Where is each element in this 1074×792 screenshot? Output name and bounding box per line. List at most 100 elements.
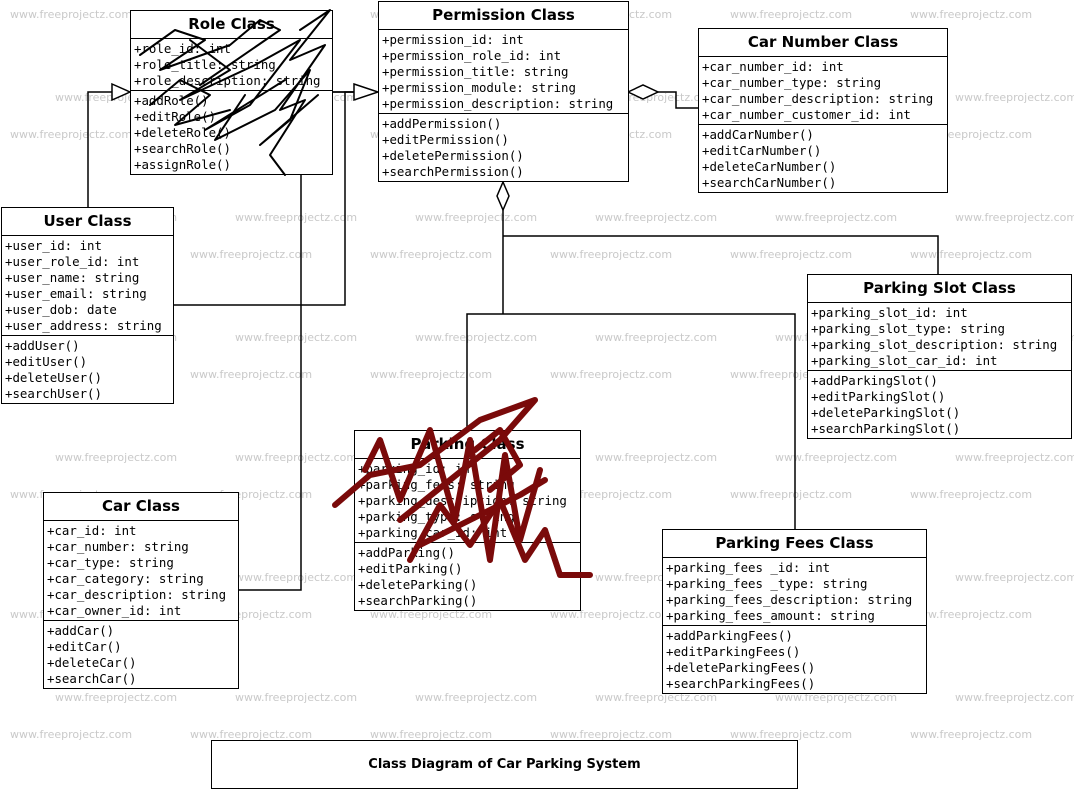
watermark-text: www.freeprojectz.com bbox=[370, 368, 493, 381]
parking-slot-class-attributes: +parking_slot_id: int+parking_slot_type:… bbox=[808, 303, 1071, 370]
class-attribute: +user_role_id: int bbox=[5, 254, 140, 269]
parking-slot-class-box[interactable]: Parking Slot Class +parking_slot_id: int… bbox=[807, 274, 1072, 439]
watermark-text: www.freeprojectz.com bbox=[910, 248, 1033, 261]
class-operation: +deleteParkingSlot() bbox=[811, 405, 961, 420]
watermark-text: www.freeprojectz.com bbox=[955, 571, 1074, 584]
class-attribute: +car_description: string bbox=[47, 587, 227, 602]
parking-slot-class-title: Parking Slot Class bbox=[808, 275, 1071, 303]
parking-fees-class-title: Parking Fees Class bbox=[663, 530, 926, 558]
watermark-text: www.freeprojectz.com bbox=[55, 691, 178, 704]
watermark-text: www.freeprojectz.com bbox=[910, 488, 1033, 501]
car-number-class-box[interactable]: Car Number Class +car_number_id: int+car… bbox=[698, 28, 948, 193]
class-attribute: +car_owner_id: int bbox=[47, 603, 182, 618]
watermark-text: www.freeprojectz.com bbox=[415, 211, 538, 224]
watermark-text: www.freeprojectz.com bbox=[10, 128, 133, 141]
class-attribute: +permission_description: string bbox=[382, 96, 614, 111]
class-operation: +searchCar() bbox=[47, 671, 137, 686]
class-operation: +searchRole() bbox=[134, 141, 231, 156]
class-attribute: +car_category: string bbox=[47, 571, 204, 586]
class-attribute: +parking_car_id: int bbox=[358, 525, 508, 540]
class-attribute: +car_type: string bbox=[47, 555, 174, 570]
class-operation: +editParkingSlot() bbox=[811, 389, 946, 404]
class-operation: +addParkingSlot() bbox=[811, 373, 938, 388]
car-class-attributes: +car_id: int+car_number: string+car_type… bbox=[44, 521, 238, 620]
class-attribute: +car_number_type: string bbox=[702, 75, 882, 90]
class-attribute: +car_id: int bbox=[47, 523, 137, 538]
watermark-text: www.freeprojectz.com bbox=[550, 368, 673, 381]
user-role-link bbox=[87, 91, 112, 207]
class-attribute: +parking_slot_type: string bbox=[811, 321, 1005, 336]
class-attribute: +parking_slot_car_id: int bbox=[811, 353, 998, 368]
watermark-text: www.freeprojectz.com bbox=[415, 691, 538, 704]
carnumber-aggregation-diamond bbox=[626, 84, 660, 100]
watermark-text: www.freeprojectz.com bbox=[910, 728, 1033, 741]
watermark-text: www.freeprojectz.com bbox=[550, 248, 673, 261]
class-operation: +addPermission() bbox=[382, 116, 502, 131]
role-class-attributes: +role_id: int+role_title: string+role_de… bbox=[131, 39, 332, 90]
class-operation: +addParking() bbox=[358, 545, 455, 560]
watermark-text: www.freeprojectz.com bbox=[235, 331, 358, 344]
class-operation: +searchParkingSlot() bbox=[811, 421, 961, 436]
class-operation: +editParking() bbox=[358, 561, 463, 576]
diagram-caption: Class Diagram of Car Parking System bbox=[211, 740, 798, 789]
parking-fees-class-box[interactable]: Parking Fees Class +parking_fees _id: in… bbox=[662, 529, 927, 694]
permission-class-operations: +addPermission()+editPermission()+delete… bbox=[379, 113, 628, 181]
watermark-text: www.freeprojectz.com bbox=[235, 451, 358, 464]
class-attribute: +user_id: int bbox=[5, 238, 102, 253]
class-operation: +searchCarNumber() bbox=[702, 175, 837, 190]
class-operation: +addCarNumber() bbox=[702, 127, 814, 142]
class-operation: +deletePermission() bbox=[382, 148, 524, 163]
watermark-text: www.freeprojectz.com bbox=[775, 691, 898, 704]
class-operation: +editCar() bbox=[47, 639, 122, 654]
watermark-text: www.freeprojectz.com bbox=[190, 248, 313, 261]
class-attribute: +user_email: string bbox=[5, 286, 147, 301]
parkingslot-link bbox=[503, 235, 939, 274]
class-attribute: +permission_title: string bbox=[382, 64, 569, 79]
car-class-box[interactable]: Car Class +car_id: int+car_number: strin… bbox=[43, 492, 239, 689]
watermark-text: www.freeprojectz.com bbox=[730, 728, 853, 741]
watermark-text: www.freeprojectz.com bbox=[910, 608, 1033, 621]
car-number-class-title: Car Number Class bbox=[699, 29, 947, 57]
user-role-arrowhead bbox=[111, 82, 132, 102]
class-operation: +searchPermission() bbox=[382, 164, 524, 179]
watermark-text: www.freeprojectz.com bbox=[730, 248, 853, 261]
class-operation: +deleteParkingFees() bbox=[666, 660, 816, 675]
class-attribute: +car_number_customer_id: int bbox=[702, 107, 911, 122]
permission-class-attributes: +permission_id: int+permission_role_id: … bbox=[379, 30, 628, 113]
class-attribute: +role_description: string bbox=[134, 73, 321, 88]
parking-fees-class-operations: +addParkingFees()+editParkingFees()+dele… bbox=[663, 625, 926, 693]
user-class-operations: +addUser()+editUser()+deleteUser()+searc… bbox=[2, 335, 173, 403]
class-attribute: +parking_slot_id: int bbox=[811, 305, 968, 320]
user-class-attributes: +user_id: int+user_role_id: int+user_nam… bbox=[2, 236, 173, 335]
class-attribute: +permission_id: int bbox=[382, 32, 524, 47]
car-class-operations: +addCar()+editCar()+deleteCar()+searchCa… bbox=[44, 620, 238, 688]
user-class-title: User Class bbox=[2, 208, 173, 236]
watermark-text: www.freeprojectz.com bbox=[595, 331, 718, 344]
watermark-text: www.freeprojectz.com bbox=[190, 728, 313, 741]
car-number-class-operations: +addCarNumber()+editCarNumber()+deleteCa… bbox=[699, 124, 947, 192]
class-attribute: +car_number_description: string bbox=[702, 91, 934, 106]
watermark-text: www.freeprojectz.com bbox=[235, 691, 358, 704]
class-operation: +addUser() bbox=[5, 338, 80, 353]
watermark-text: www.freeprojectz.com bbox=[955, 691, 1074, 704]
class-operation: +searchParkingFees() bbox=[666, 676, 816, 691]
class-operation: +deleteCar() bbox=[47, 655, 137, 670]
class-operation: +addRole() bbox=[134, 93, 209, 108]
watermark-text: www.freeprojectz.com bbox=[55, 451, 178, 464]
watermark-text: www.freeprojectz.com bbox=[550, 728, 673, 741]
class-operation: +addCar() bbox=[47, 623, 115, 638]
permission-class-box[interactable]: Permission Class +permission_id: int+per… bbox=[378, 1, 629, 182]
car-class-title: Car Class bbox=[44, 493, 238, 521]
user-class-box[interactable]: User Class +user_id: int+user_role_id: i… bbox=[1, 207, 174, 404]
class-attribute: +user_name: string bbox=[5, 270, 140, 285]
class-attribute: +car_number: string bbox=[47, 539, 189, 554]
class-operation: +editCarNumber() bbox=[702, 143, 822, 158]
watermark-text: www.freeprojectz.com bbox=[955, 211, 1074, 224]
class-attribute: +parking_slot_description: string bbox=[811, 337, 1058, 352]
class-operation: +deleteParking() bbox=[358, 577, 478, 592]
parking-fees-class-attributes: +parking_fees _id: int+parking_fees _typ… bbox=[663, 558, 926, 625]
class-attribute: +parking_fees_amount: string bbox=[666, 608, 875, 623]
class-attribute: +role_title: string bbox=[134, 57, 276, 72]
parking-link bbox=[466, 313, 796, 529]
